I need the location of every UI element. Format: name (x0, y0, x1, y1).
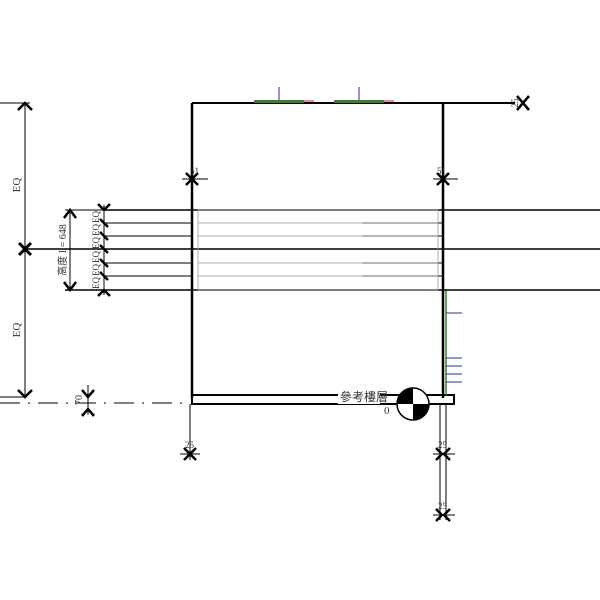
bottom-left-dim: 25 (185, 440, 195, 450)
offset-dim-label: 70 (74, 395, 85, 405)
bottom-right-dim: 25 (438, 440, 448, 450)
roof-fixtures (254, 87, 394, 103)
overall-height-dimension: EQ EQ (11, 101, 33, 399)
eq-label: EQ (91, 277, 101, 289)
eq-label-upper: EQ (11, 178, 23, 193)
eq-label: EQ (91, 251, 101, 263)
wall-outline (0, 102, 515, 520)
reference-level: 70 參考樓層 0 (0, 385, 430, 421)
left-wall-dim: 51 (190, 166, 199, 176)
side-fixtures (446, 312, 462, 383)
eq-label: EQ (91, 211, 101, 223)
bottom-right-dim-2: 25 (438, 501, 448, 511)
level-value: 0 (384, 405, 390, 417)
eq-label-lower: EQ (11, 323, 23, 338)
window-lines (25, 209, 600, 291)
glazing-panel (197, 209, 439, 291)
eq-label: EQ (91, 264, 101, 276)
height-label: 高度 I = 648 (56, 224, 69, 275)
level-name: 參考樓層 (340, 389, 388, 404)
eq-label: EQ (91, 224, 101, 236)
eq-dimension-stack: EQ EQ EQ EQ EQ EQ (91, 203, 111, 297)
level-head-icon (396, 387, 430, 421)
window-height-dimension: 高度 I = 648 (56, 207, 77, 293)
eq-label: EQ (91, 237, 101, 249)
top-dim: 25 (510, 98, 520, 108)
wall-dims: 51 51 25 25 25 25 (180, 95, 530, 522)
right-wall-dim: 51 (437, 166, 446, 176)
